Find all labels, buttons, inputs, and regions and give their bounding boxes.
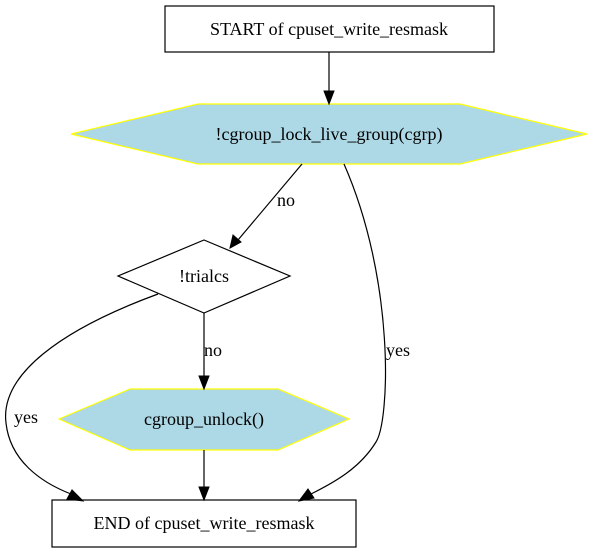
edge-lock-to-end-arrow [297, 488, 315, 502]
trialcs-check-label: !trialcs [179, 266, 229, 286]
edge-lock-to-end: yes [297, 163, 410, 502]
edge-unlock-to-end-arrow [198, 486, 210, 502]
lock-check-label: !cgroup_lock_live_group(cgrp) [216, 124, 443, 145]
edge-unlock-to-end [198, 450, 210, 502]
edge-start-to-lock-arrow [323, 90, 335, 106]
edge-lock-to-trialcs-arrow [229, 234, 242, 249]
unlock-label: cgroup_unlock() [144, 409, 264, 430]
lock-check-node: !cgroup_lock_live_group(cgrp) [70, 103, 588, 165]
unlock-node: cgroup_unlock() [57, 388, 351, 451]
edge-trialcs-to-end: yes [5, 293, 159, 502]
edge-lock-to-trialcs-line [237, 163, 303, 241]
unlock-hexagon [57, 388, 351, 451]
edge-trialcs-to-end-line [5, 293, 159, 495]
edge-start-to-lock [323, 52, 335, 106]
edge-lock-to-end-line [310, 163, 387, 495]
start-node-label: START of cpuset_write_resmask [210, 19, 448, 39]
edge-trialcs-to-unlock: no [198, 313, 222, 391]
trialcs-check-node: !trialcs [116, 239, 292, 314]
start-node: START of cpuset_write_resmask [164, 5, 495, 53]
edge-lock-to-trialcs-label: no [277, 190, 295, 210]
edge-trialcs-to-unlock-label: no [204, 340, 222, 360]
lock-check-hexagon [70, 103, 588, 165]
end-node-box [51, 499, 357, 548]
end-node-label: END of cpuset_write_resmask [94, 513, 315, 533]
edge-lock-to-trialcs: no [229, 163, 303, 249]
edge-trialcs-to-end-label: yes [14, 407, 38, 427]
start-node-box [164, 5, 495, 53]
edge-trialcs-to-unlock-arrow [198, 375, 210, 391]
end-node: END of cpuset_write_resmask [51, 499, 357, 548]
edge-trialcs-to-end-arrow [66, 489, 85, 502]
edge-lock-to-end-label: yes [386, 340, 410, 360]
